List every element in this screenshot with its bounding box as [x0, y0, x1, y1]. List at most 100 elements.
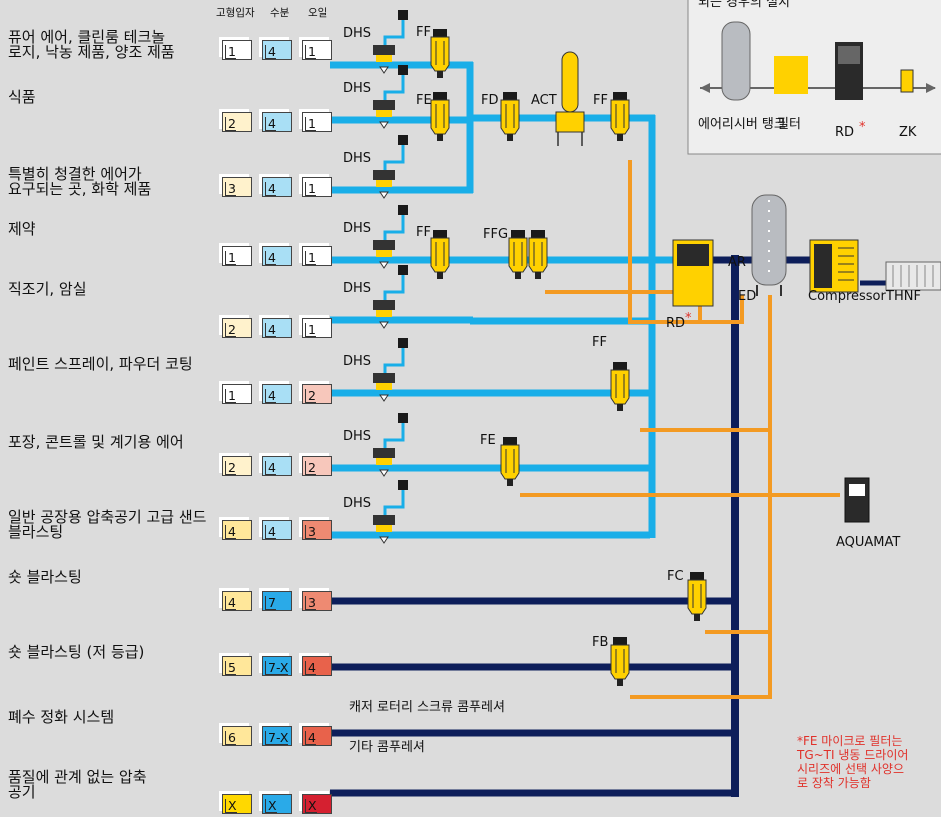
solids-class-box: 6 [222, 726, 252, 746]
oil-class-value: 1 [305, 117, 316, 131]
water-class-box: 7 [262, 591, 292, 611]
dhs-body [373, 170, 395, 180]
filter-drain [535, 272, 541, 279]
dhs-tube [383, 215, 405, 240]
oil-class-value: 4 [305, 731, 316, 745]
oil-class-value: 1 [305, 45, 316, 59]
solids-class-box: 1 [222, 246, 252, 266]
dhs-drain [376, 310, 392, 317]
solids-class-value: 1 [225, 45, 236, 59]
oil-class-value: X [305, 799, 317, 813]
dhs-unit [373, 265, 408, 329]
act-base [555, 111, 585, 133]
application-label: 직조기, 암실 [8, 280, 87, 298]
solids-class-value: 1 [225, 251, 236, 265]
filter-bowl [528, 237, 548, 273]
oil-class-box: 1 [302, 112, 332, 132]
filter-bowl [610, 644, 630, 680]
dhs-label: DHS [343, 26, 371, 41]
fc-filter [687, 572, 707, 621]
filter-bowl [500, 99, 520, 135]
oil-class-value: 4 [305, 661, 316, 675]
dhs-label: DHS [343, 151, 371, 166]
rd-panel [677, 244, 709, 266]
ff-label: FF [416, 25, 431, 40]
oil-class-value: 1 [305, 251, 316, 265]
solids-class-box: 4 [222, 520, 252, 540]
dhs-head [398, 480, 408, 490]
ff-label: FF [593, 93, 608, 108]
ffg-label: FFG [483, 227, 508, 242]
dhs-body [373, 373, 395, 383]
solids-class-value: 3 [225, 182, 236, 196]
dhs-drain [376, 458, 392, 465]
fe-label: FE [416, 93, 432, 108]
legend-rd-panel [838, 46, 860, 64]
water-class-value: 4 [265, 117, 276, 131]
filter-head [433, 29, 447, 37]
solids-class-value: 4 [225, 596, 236, 610]
solids-class-box: 2 [222, 112, 252, 132]
water-class-value: 7 [265, 596, 276, 610]
application-label: 특별히 청결한 에어가 요구되는 곳, 화학 제품 [8, 165, 152, 198]
dhs-head [398, 413, 408, 423]
solids-class-value: 2 [225, 117, 236, 131]
water-class-box: 7-X [262, 726, 292, 746]
act-tower [555, 51, 585, 146]
water-class-value: 7-X [265, 661, 289, 675]
solids-class-value: 2 [225, 461, 236, 475]
drain-line [628, 160, 744, 324]
dhs-drain [376, 383, 392, 390]
footnote-line: *FE 마이크로 필터는 [797, 734, 902, 748]
aquamat-unit [844, 477, 870, 523]
dhs-valve [379, 321, 389, 329]
fe-label: FE [480, 433, 496, 448]
dhs-valve [379, 536, 389, 544]
dhs-body [373, 100, 395, 110]
ff-filter-row1 [430, 29, 450, 78]
filter-drain [507, 479, 513, 486]
filter-bowl [430, 237, 450, 273]
dhs-tube [383, 275, 405, 300]
filter-drain [437, 134, 443, 141]
oil-class-value: 1 [305, 323, 316, 337]
fe-filter-row2 [430, 92, 450, 141]
application-label: 품질에 관계 없는 압축공기 [8, 768, 147, 801]
header-solids: 고형입자 [216, 7, 255, 19]
oil-class-box: 4 [302, 726, 332, 746]
header-oil: 오일 [308, 7, 328, 19]
filter-head [613, 362, 627, 370]
dhs-unit [373, 10, 408, 74]
oil-class-value: 3 [305, 596, 316, 610]
solids-class-value: 2 [225, 323, 236, 337]
water-class-box: 4 [262, 246, 292, 266]
filter-head [503, 437, 517, 445]
dhs-drain [376, 110, 392, 117]
filter-drain [694, 614, 700, 621]
dhs-body [373, 45, 395, 55]
compressor-label: Compressor [808, 289, 887, 304]
footnote-line: 로 장착 가능함 [797, 776, 871, 790]
dhs-body [373, 448, 395, 458]
thnf-unit [885, 261, 941, 291]
dhs-head [398, 205, 408, 215]
ar-label: AR [728, 255, 746, 270]
dhs-tube [383, 20, 405, 45]
water-class-box: 4 [262, 456, 292, 476]
legend-zk-label: ZK [899, 125, 917, 140]
filter-drain [437, 71, 443, 78]
drain-line [640, 295, 772, 432]
dhs-label: DHS [343, 281, 371, 296]
water-class-value: 4 [265, 45, 276, 59]
filter-bowl [610, 99, 630, 135]
water-class-value: 7-X [265, 731, 289, 745]
oil-class-value: 2 [305, 461, 316, 475]
header-water: 수분 [270, 7, 290, 19]
application-label: 포장, 콘트롤 및 계기용 에어 [8, 433, 184, 451]
water-class-box: 4 [262, 177, 292, 197]
ff-filter-row4 [430, 230, 450, 279]
footnote-line: 시리즈에 선택 사양으 [797, 762, 904, 776]
filter-head [433, 92, 447, 100]
